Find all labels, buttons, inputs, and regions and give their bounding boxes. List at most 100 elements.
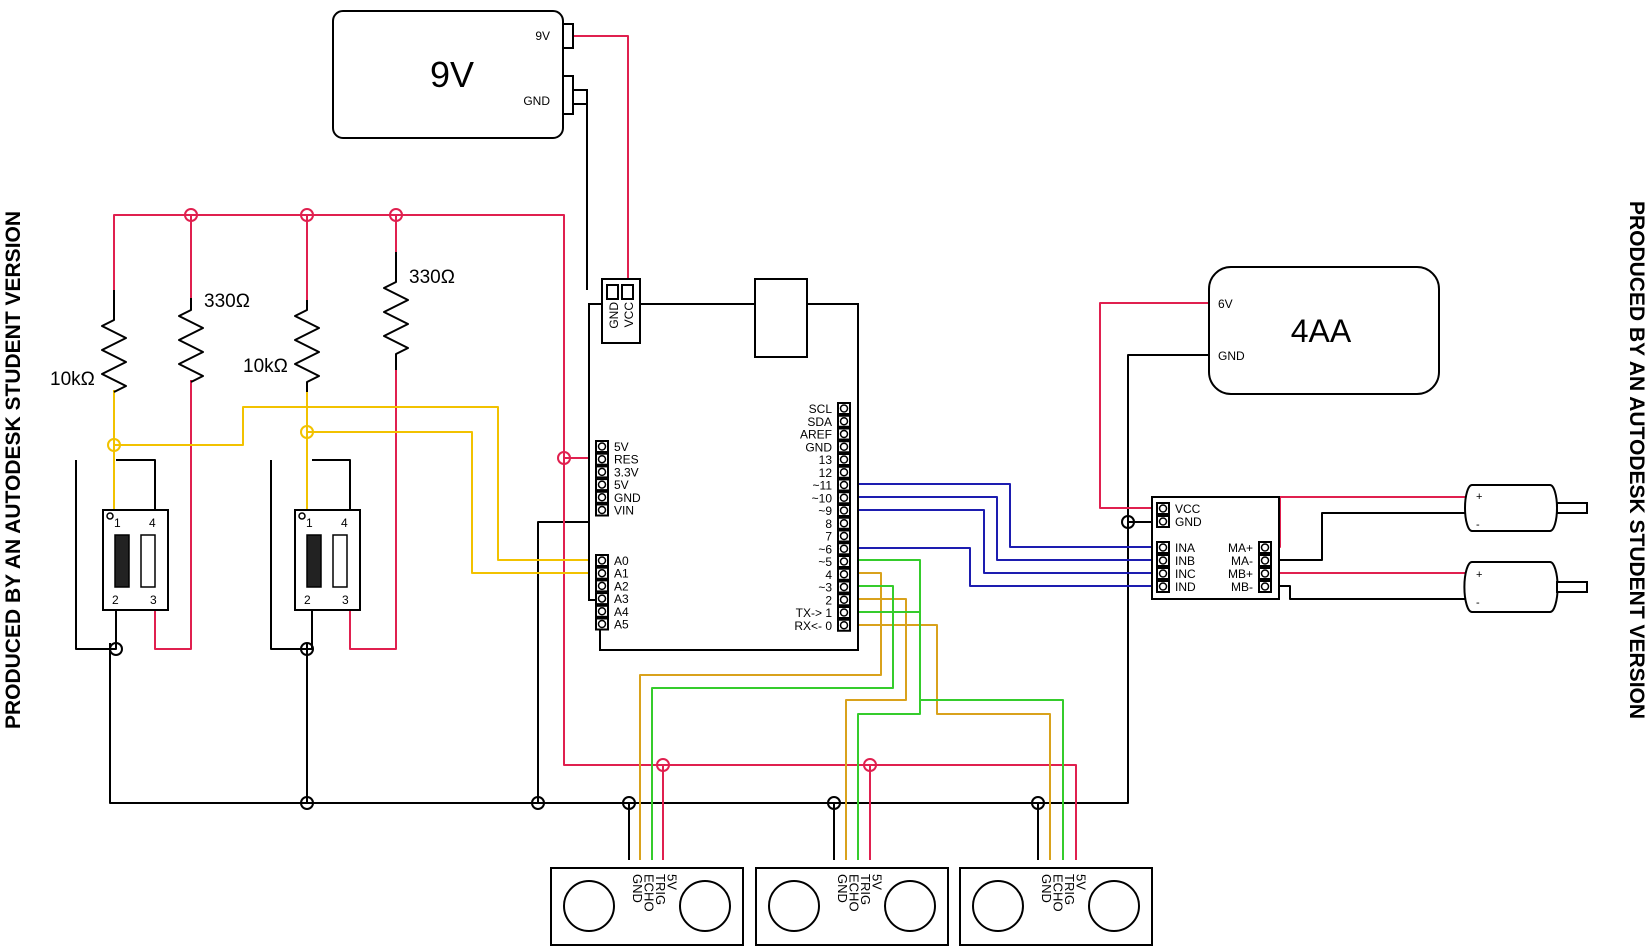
arduino-power-label-1: RES bbox=[614, 453, 639, 467]
sensor-2-pin-gnd: GND bbox=[835, 874, 850, 903]
switch-2-pin-3: 3 bbox=[342, 593, 349, 607]
arduino-power-label-4: GND bbox=[614, 491, 641, 505]
resistor-r4-label: 330Ω bbox=[409, 267, 455, 288]
junctions bbox=[107, 208, 1135, 810]
switch-1-pin-1: 1 bbox=[114, 516, 121, 530]
motor-a: + - bbox=[1464, 484, 1588, 532]
resistor-r1-label: 10kΩ bbox=[50, 369, 95, 390]
watermark-left: PRODUCED BY AN AUTODESK STUDENT VERSION bbox=[2, 211, 25, 729]
sensor-3-pin-echo: ECHO bbox=[1051, 874, 1066, 912]
echo-wires bbox=[651, 559, 1064, 860]
motor-b: + - bbox=[1463, 561, 1588, 613]
resistor-r3: 10kΩ bbox=[243, 300, 320, 392]
arduino-analog-label-5: A5 bbox=[614, 618, 629, 632]
trig-wires bbox=[639, 572, 1051, 860]
sensor-3-pin-gnd: GND bbox=[1039, 874, 1054, 903]
resistor-r2-label: 330Ω bbox=[204, 291, 250, 312]
sensor-transducer-right bbox=[679, 880, 731, 932]
arduino-digital-label-14: ~3 bbox=[818, 581, 832, 595]
arduino-digital-label-16: TX-> 1 bbox=[796, 606, 833, 620]
arduino-digital-label-17: RX<- 0 bbox=[794, 619, 832, 633]
switch-2: 1 4 2 3 bbox=[294, 509, 361, 611]
resistor-r3-label: 10kΩ bbox=[243, 356, 288, 377]
sensor-transducer-left bbox=[563, 880, 615, 932]
driver-input-label-3: IND bbox=[1175, 580, 1196, 594]
driver-power-label-0: VCC bbox=[1175, 502, 1201, 516]
sensor-1-pin-trig: TRIG bbox=[653, 874, 668, 905]
driver-input-label-1: INB bbox=[1175, 554, 1195, 568]
ground-wires bbox=[75, 97, 1472, 860]
sensor-transducer-left bbox=[972, 880, 1024, 932]
resistor-r2: 330Ω bbox=[178, 291, 250, 383]
sensor-1-pin-5v: 5V bbox=[665, 874, 680, 890]
arduino-digital-label-13: 4 bbox=[825, 568, 832, 582]
switch-1-pin-2: 2 bbox=[112, 593, 119, 607]
arduino-power-label-2: 3.3V bbox=[614, 465, 639, 479]
arduino-analog-label-3: A3 bbox=[614, 592, 629, 606]
motor-driver-output-pins: MA+MA-MB+MB- bbox=[1228, 541, 1272, 594]
sensor-3-pin-trig: TRIG bbox=[1062, 874, 1077, 905]
switch-2-pin-4: 4 bbox=[341, 516, 348, 530]
battery-4aa-title: 4AA bbox=[1291, 313, 1352, 349]
arduino-analog-label-4: A4 bbox=[614, 605, 629, 619]
arduino-digital-label-8: ~9 bbox=[818, 504, 832, 518]
motor-a-minus: - bbox=[1476, 519, 1480, 531]
sensor-1-pin-gnd: GND bbox=[630, 874, 645, 903]
arduino-analog-label-0: A0 bbox=[614, 554, 629, 568]
arduino-digital-label-2: AREF bbox=[800, 428, 832, 442]
motor-signal-wires bbox=[844, 483, 1163, 587]
driver-input-label-0: INA bbox=[1175, 541, 1195, 555]
driver-output-label-0: MA+ bbox=[1228, 541, 1253, 555]
resistor-r4: 330Ω bbox=[383, 252, 455, 370]
watermark-right: PRODUCED BY AN AUTODESK STUDENT VERSION bbox=[1625, 201, 1648, 719]
battery-4aa-gnd-label: GND bbox=[1218, 349, 1245, 363]
driver-output-label-2: MB+ bbox=[1228, 567, 1253, 581]
arduino-digital-label-10: 7 bbox=[825, 530, 832, 544]
arduino-power-label-5: VIN bbox=[614, 504, 634, 518]
motor-b-plus: + bbox=[1476, 569, 1482, 581]
sensor-2-pin-trig: TRIG bbox=[858, 874, 873, 905]
driver-output-label-3: MB- bbox=[1231, 580, 1253, 594]
arduino-power-label-3: 5V bbox=[614, 478, 629, 492]
switch-2-pin-1: 1 bbox=[306, 516, 313, 530]
power-wires bbox=[113, 35, 1472, 860]
arduino-analog-label-1: A1 bbox=[614, 567, 629, 581]
arduino-power-label-0: 5V bbox=[614, 440, 629, 454]
arduino-digital-label-3: GND bbox=[805, 440, 832, 454]
motor-a-plus: + bbox=[1476, 491, 1482, 503]
arduino-digital-label-4: 13 bbox=[819, 453, 833, 467]
arduino-digital-label-11: ~6 bbox=[818, 542, 832, 556]
resistor-r1: 10kΩ bbox=[50, 290, 127, 393]
sensor-transducer-right bbox=[884, 880, 936, 932]
arduino-digital-label-9: 8 bbox=[825, 517, 832, 531]
sensor-2-pin-echo: ECHO bbox=[847, 874, 862, 912]
arduino-analog-label-2: A2 bbox=[614, 579, 629, 593]
switch-1-pin-4: 4 bbox=[149, 516, 156, 530]
battery-4aa: 4AA 6V GND bbox=[1208, 266, 1440, 395]
arduino-digital-label-15: 2 bbox=[825, 593, 832, 607]
switch-1: 1 4 2 3 bbox=[102, 509, 169, 611]
driver-power-label-1: GND bbox=[1175, 515, 1202, 529]
sensor-1-pin-echo: ECHO bbox=[642, 874, 657, 912]
arduino-digital-label-12: ~5 bbox=[818, 555, 832, 569]
battery-9v-title: 9V bbox=[430, 54, 474, 95]
sensor-transducer-right bbox=[1088, 880, 1140, 932]
arduino-digital-label-7: ~10 bbox=[812, 491, 833, 505]
arduino-header-vcc: VCC bbox=[622, 302, 636, 328]
arduino-digital-label-1: SDA bbox=[807, 415, 832, 429]
switch-1-pin-3: 3 bbox=[150, 593, 157, 607]
sensor-2-pin-5v: 5V bbox=[870, 874, 885, 890]
arduino-header-gnd: GND bbox=[607, 302, 621, 329]
arduino-digital-label-5: 12 bbox=[819, 466, 833, 480]
battery-9v-pos-label: 9V bbox=[535, 29, 550, 43]
motor-b-minus: - bbox=[1476, 597, 1480, 609]
